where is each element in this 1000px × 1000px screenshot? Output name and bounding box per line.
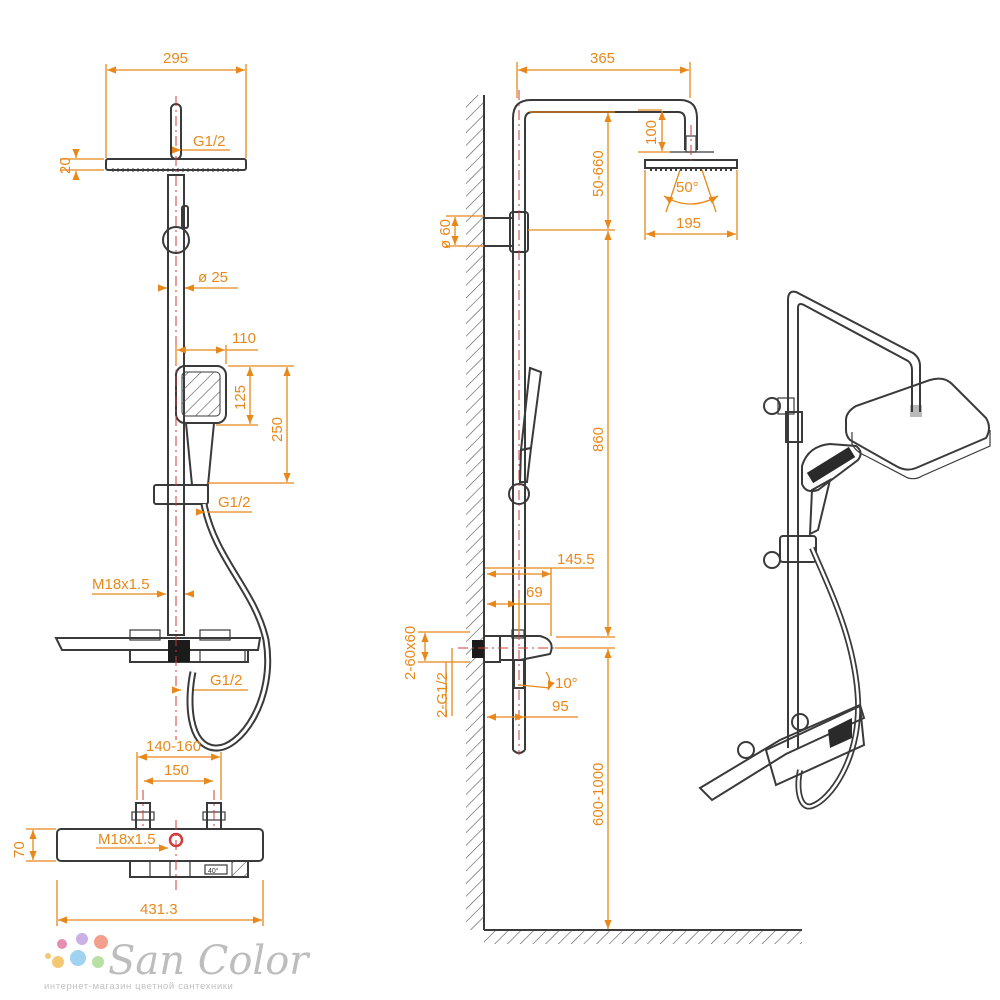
dim-wall-bracket: ø 60 (437, 219, 454, 249)
dim-handshower-width: 110 (232, 330, 256, 347)
dim-projection-mixer: 69 (526, 584, 543, 601)
side-view (458, 90, 802, 944)
wall-hatch (466, 95, 484, 930)
dim-head-diameter: 195 (676, 215, 701, 232)
dim-mixer-thread: M18x1.5 (98, 831, 156, 848)
rail-slider (153, 484, 209, 505)
perspective-riser-arm (787, 290, 921, 748)
dim-head-width: 295 (163, 50, 188, 67)
dim-bottom-inlet: G1/2 (210, 672, 243, 689)
dim-mixer-height: 70 (11, 841, 28, 858)
dim-handshower-head: 125 (232, 385, 249, 410)
logo-tagline: интернет-магазин цветной сантехники (44, 981, 233, 992)
right-inlet (206, 802, 222, 830)
handshower-handle (184, 422, 216, 486)
perspective-mixer (698, 703, 866, 802)
dim-arm-length: 365 (590, 50, 615, 67)
dim-head-drop: 100 (643, 120, 660, 145)
mixer-view: 40° (56, 790, 264, 890)
dim-install-height: 600-1000 (590, 763, 607, 826)
side-riser-arm (512, 99, 698, 750)
mixer-shelf-front (54, 637, 262, 651)
dim-pipe-diameter: ø 25 (198, 269, 228, 286)
dim-hose-inlet: G1/2 (218, 494, 251, 511)
dim-centers: 150 (164, 762, 189, 779)
perspective-handshower (801, 442, 862, 493)
side-dimensions: 365 100 50-660 50° 195 ø 60 860 145.5 69 (402, 50, 738, 929)
logo-name: San Color (108, 938, 311, 984)
front-dimensions: 295 20 G1/2 ø 25 110 125 250 G1/2 M18x1.… (57, 50, 294, 694)
left-inlet (135, 802, 151, 830)
dim-tilt-angle: 10° (555, 675, 578, 692)
wall-bracket (483, 217, 514, 247)
dim-mixer-thread: M18x1.5 (92, 576, 150, 593)
side-rain-head (644, 159, 738, 169)
dim-spray-angle: 50° (676, 179, 699, 196)
mixer-temp-label: 40° (208, 867, 219, 875)
dim-inlet-spec: 2-G1/2 (434, 672, 451, 718)
perspective-view (698, 290, 991, 810)
dim-rail-length: 860 (590, 427, 607, 452)
side-mixer (499, 635, 553, 661)
dim-centers-range: 140-160 (146, 738, 201, 755)
dim-handshower-length: 250 (269, 417, 286, 442)
dim-projection-total: 145.5 (557, 551, 595, 568)
mixer-dimensions: 140-160 150 70 M18x1.5 431.3 (11, 738, 264, 926)
dim-spout-depth: 95 (552, 698, 569, 715)
front-view (54, 96, 272, 752)
mixer-body (56, 828, 264, 862)
perspective-rain-head (845, 377, 990, 471)
dim-mixer-width: 431.3 (140, 901, 178, 918)
floor-hatch (484, 930, 802, 944)
dim-head-inlet: G1/2 (193, 133, 226, 150)
diverter-knob (162, 226, 190, 254)
dim-height-adjust: 50-660 (590, 150, 607, 197)
sancolor-logo: San Color интернет-магазин цветной санте… (44, 933, 311, 992)
dim-connection-spec: 2-60x60 (402, 626, 419, 680)
dim-head-thickness: 20 (57, 157, 74, 174)
